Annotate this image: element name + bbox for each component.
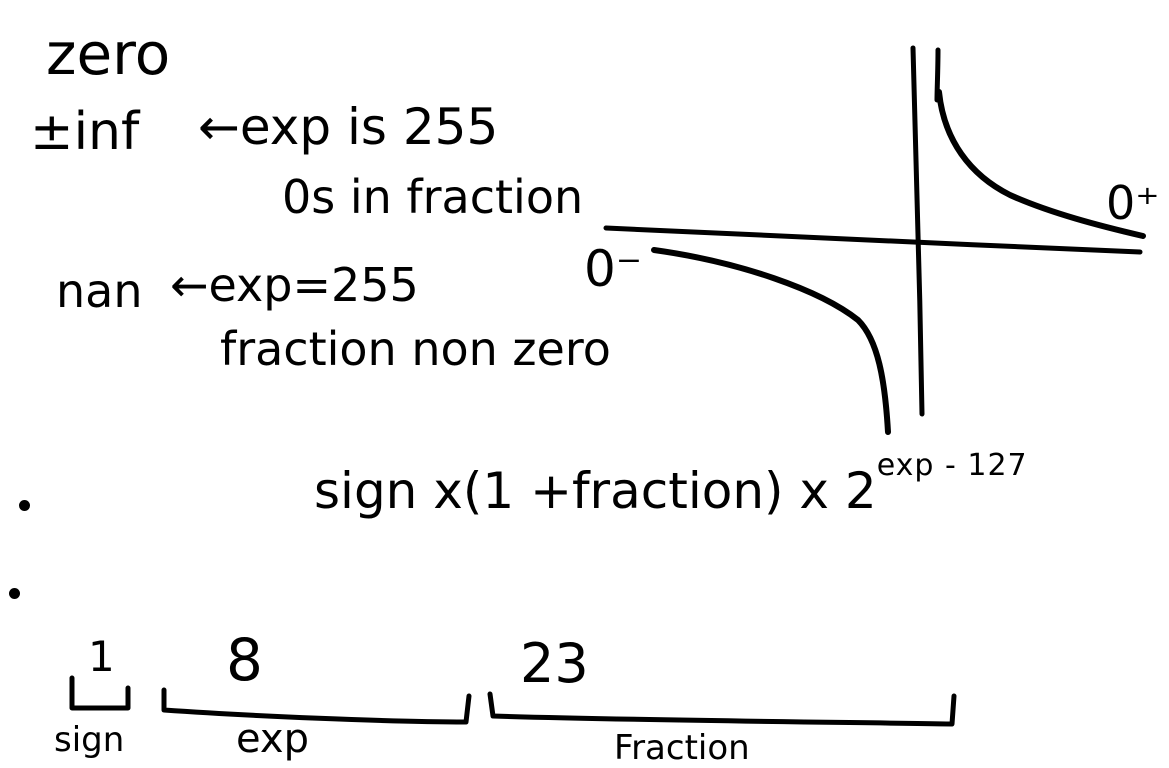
graph-neg-zero-label: 0⁻ <box>584 240 643 298</box>
nan-rule-fraction: fraction non zero <box>220 322 611 376</box>
sign-bracket <box>69 675 131 711</box>
sign-bit-count: 1 <box>88 632 115 681</box>
nan-rule-exp: ←exp=255 <box>170 258 419 312</box>
fraction-bit-count: 23 <box>520 632 589 695</box>
graph-pos-zero-label: 0⁺ <box>1106 176 1160 230</box>
sign-field-label: sign <box>54 720 125 760</box>
exp-bit-count: 8 <box>226 626 263 694</box>
float-formula: sign x(1 +fraction) x 2exp - 127 <box>314 448 1028 520</box>
zero-label: zero <box>46 20 171 88</box>
inf-label: ±inf <box>30 102 140 162</box>
y-axis-left <box>910 45 925 417</box>
positive-branch-curve <box>936 89 1146 239</box>
fraction-bracket <box>487 691 957 727</box>
exp-bracket <box>161 687 472 725</box>
bullet-point-2 <box>9 588 20 599</box>
formula-base: sign x(1 +fraction) x 2 <box>314 462 877 520</box>
bullet-point-1 <box>19 500 30 511</box>
exp-field-label: exp <box>236 716 309 762</box>
nan-label: nan <box>56 264 143 318</box>
formula-exponent: exp - 127 <box>876 448 1028 483</box>
fraction-field-label: Fraction <box>614 728 750 768</box>
x-axis <box>603 225 1143 255</box>
inf-rule-fraction: 0s in fraction <box>282 170 584 224</box>
negative-branch-curve <box>651 247 891 435</box>
inf-rule-exp: ←exp is 255 <box>198 98 499 156</box>
